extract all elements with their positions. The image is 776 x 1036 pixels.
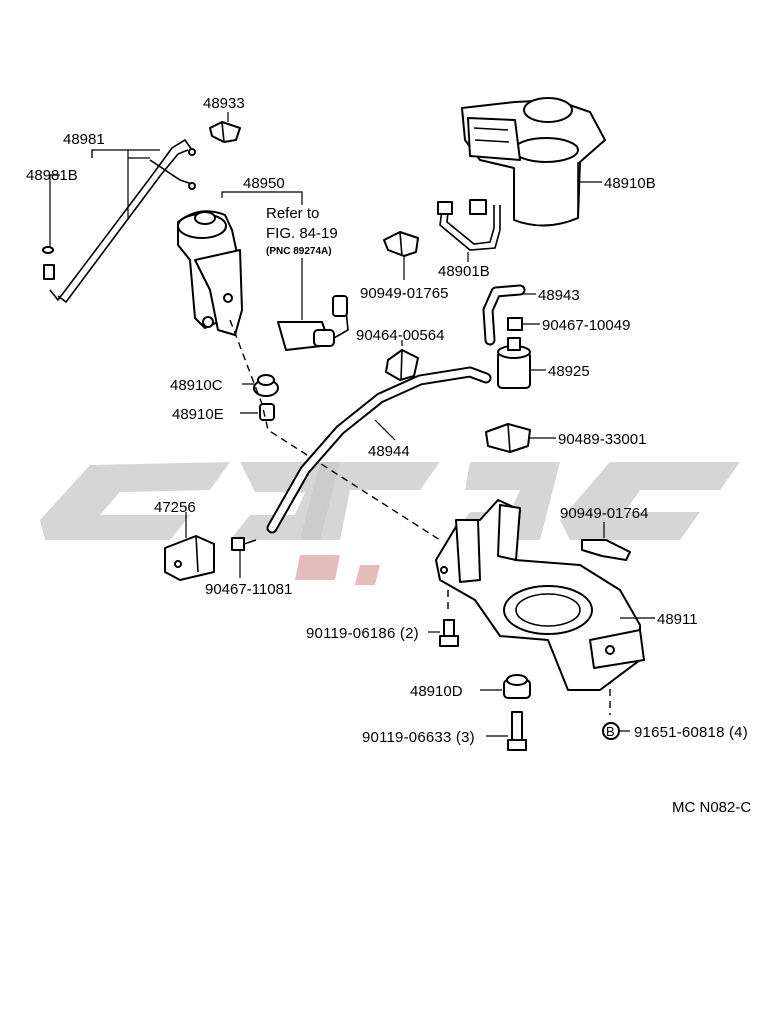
label-48925: 48925 [548, 363, 590, 380]
label-48910C: 48910C [170, 377, 223, 394]
part-48981-rod[interactable] [43, 138, 196, 304]
label-90467-11081: 90467-11081 [205, 581, 292, 598]
part-ref-pump[interactable] [277, 295, 349, 351]
part-48910D-cushion[interactable] [503, 674, 531, 699]
part-90489-33001-clamp[interactable] [485, 423, 531, 453]
part-48950-reservoir[interactable] [177, 210, 243, 336]
part-48933-clip[interactable] [209, 121, 241, 143]
part-47256-bracket[interactable] [164, 535, 215, 581]
part-48901B-tube[interactable] [437, 199, 501, 251]
part-48910E-collar[interactable] [259, 403, 275, 421]
part-90949-01764-clip[interactable] [581, 539, 631, 561]
part-90119-06633-bolt[interactable] [507, 711, 527, 751]
leader-48981 [49, 149, 160, 250]
label-90464-00564: 90464-00564 [356, 327, 444, 344]
part-48925-filter[interactable] [497, 337, 531, 389]
part-48910B-compressor[interactable] [461, 97, 606, 227]
label-90119-06186: 90119-06186 (2) [306, 625, 419, 642]
label-91651-60818: 91651-60818 (4) [634, 724, 748, 741]
figure-code: MC N082-C [672, 799, 751, 816]
part-90949-01765-clip[interactable] [383, 231, 419, 257]
refer-line-2[interactable]: FIG. 84-19 [266, 225, 338, 242]
label-90949-01764: 90949-01764 [560, 505, 648, 522]
part-48910C-cushion[interactable] [253, 374, 279, 397]
label-48944: 48944 [368, 443, 410, 460]
label-47256: 47256 [154, 499, 196, 516]
label-48910E: 48910E [172, 406, 224, 423]
marker-b-91651-60818[interactable]: B [602, 722, 620, 740]
label-48933: 48933 [203, 95, 245, 112]
leader-48950 [221, 191, 303, 205]
label-48911: 48911 [657, 611, 698, 628]
leader-48944 [374, 419, 396, 441]
part-48943-hose[interactable] [482, 284, 526, 346]
label-90489-33001: 90489-33001 [558, 431, 646, 448]
label-90119-06633: 90119-06633 (3) [362, 729, 475, 746]
part-48911-bracket[interactable] [435, 499, 645, 691]
part-48981-washer[interactable] [42, 246, 54, 254]
label-90949-01765: 90949-01765 [360, 285, 448, 302]
watermark-logo [40, 462, 740, 585]
label-48901B: 48901B [438, 263, 490, 280]
label-48943: 48943 [538, 287, 580, 304]
label-48981: 48981 [63, 131, 105, 148]
part-90119-06186-bolt[interactable] [439, 619, 459, 647]
marker-b-text: B [606, 724, 615, 739]
label-90467-10049: 90467-10049 [542, 317, 630, 334]
label-48981B: 48981B [26, 167, 78, 184]
part-48944-hose[interactable] [266, 366, 492, 534]
label-48950: 48950 [243, 175, 285, 192]
part-90464-00564-clamp[interactable] [385, 349, 419, 381]
label-48910B: 48910B [604, 175, 656, 192]
label-48910D: 48910D [410, 683, 463, 700]
part-90467-11081-clip[interactable] [231, 537, 257, 551]
refer-line-3[interactable]: (PNC 89274A) [266, 246, 332, 257]
alignment-dash-line [229, 319, 441, 541]
part-90467-10049-clip[interactable] [507, 317, 523, 331]
refer-line-1: Refer to [266, 205, 319, 222]
